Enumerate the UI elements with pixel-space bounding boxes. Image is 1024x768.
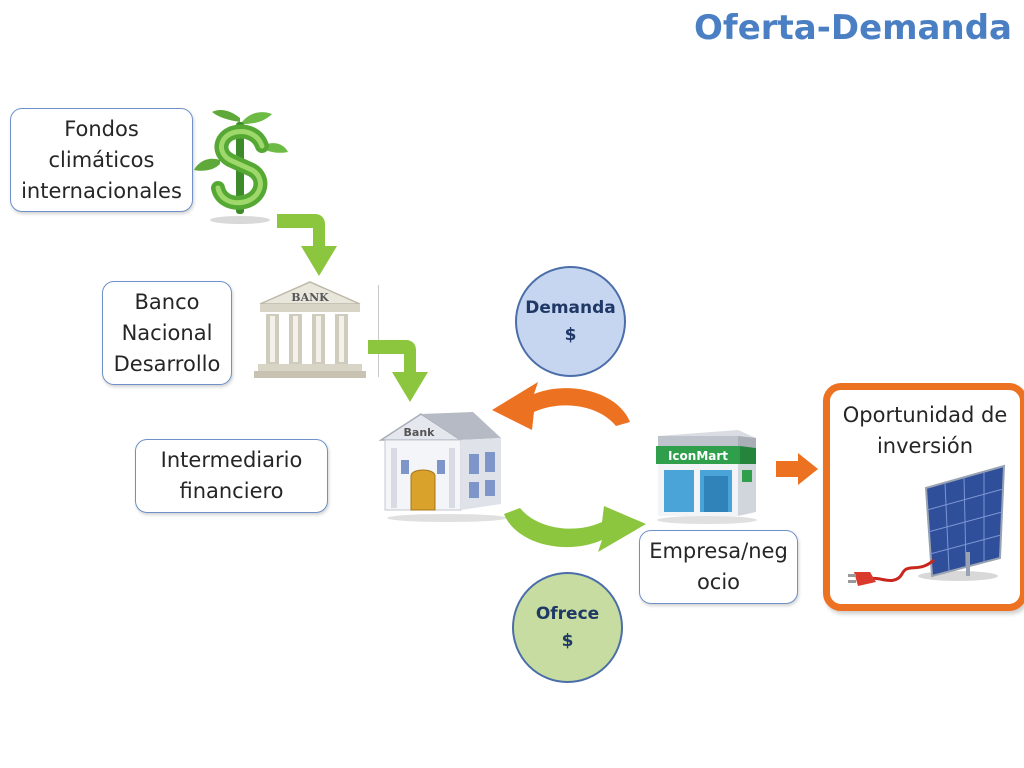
ofrece-circle: Ofrece $: [512, 572, 623, 683]
demanda-label: Demanda: [525, 297, 616, 318]
oportunidad-label: Oportunidad de inversión: [842, 403, 1008, 458]
ofrece-label: Ofrece: [535, 603, 600, 624]
demanda-circle: Demanda $: [515, 266, 626, 377]
bank-sign: BANK: [291, 291, 329, 304]
green-arrow-icon: [368, 340, 428, 402]
empresa-box: Empresa/neg ocio: [639, 530, 798, 604]
green-arrow-icon: [277, 214, 337, 276]
fondos-climaticos-box: Fondos climáticos internacionales: [10, 108, 193, 212]
demanda-symbol: $: [564, 324, 577, 345]
dollar-plant-icon: [194, 110, 288, 224]
page-title: Oferta-Demanda: [694, 8, 1012, 48]
vertical-divider: [378, 285, 379, 377]
cycle-arrows: [492, 382, 646, 552]
bank-sign: Bank: [404, 426, 436, 439]
oportunidad-box: Oportunidad de inversión: [823, 383, 1024, 611]
intermediario-box: Intermediario financiero: [135, 439, 328, 513]
bank-building-icon: BANK: [254, 281, 366, 378]
ofrece-symbol: $: [561, 630, 574, 651]
store-icon: IconMart: [656, 430, 757, 524]
green-curved-arrow: [504, 506, 646, 552]
orange-arrow-icon: [776, 453, 818, 485]
solar-panel-icon: [848, 464, 1006, 586]
bank-building-icon: Bank: [378, 412, 507, 522]
banco-nacional-box: Banco Nacional Desarrollo: [102, 281, 232, 385]
store-sign: IconMart: [668, 449, 728, 463]
orange-curved-arrow: [492, 382, 630, 430]
